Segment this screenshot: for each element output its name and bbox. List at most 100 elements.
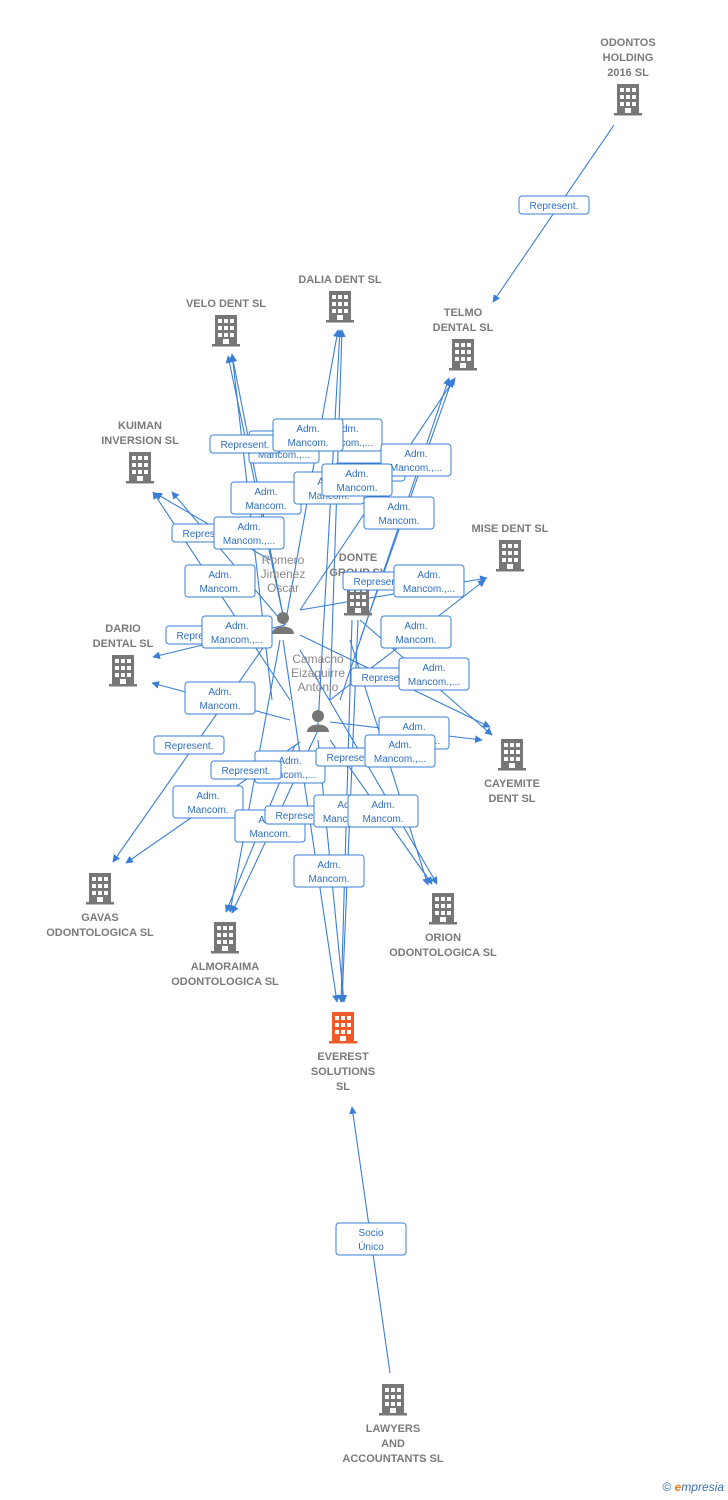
relation-label[interactable]: Represent.	[209, 434, 281, 454]
relation-label[interactable]: Adm.Mancom.	[184, 681, 256, 715]
node-gavas[interactable]: GAVAS ODONTOLOGICA SL	[46, 873, 154, 939]
edge-arrow	[329, 329, 346, 701]
relation-text: Adm.	[402, 722, 425, 733]
relation-label[interactable]: Adm.Mancom.	[293, 854, 365, 888]
person-icon	[307, 710, 329, 732]
node-label-line: Romero	[262, 553, 305, 567]
relation-box	[272, 418, 344, 452]
relation-text: Mancom.	[245, 501, 286, 512]
relation-label[interactable]: Adm.Mancom.,...	[398, 657, 470, 691]
relation-label[interactable]: Adm.Mancom.	[347, 794, 419, 828]
edge-arrow	[339, 377, 451, 701]
node-label-line: Oscar	[267, 581, 299, 595]
relation-text: Represent.	[221, 440, 270, 451]
node-label-line: GAVAS	[81, 912, 119, 924]
relation-text: Mancom.	[395, 635, 436, 646]
relation-text: Represent.	[183, 529, 232, 540]
node-label-line: ODONTOLOGICA SL	[46, 927, 154, 939]
relation-label[interactable]: Adm.Mancom.,...	[380, 443, 452, 477]
relation-box	[380, 443, 452, 477]
node-dalia[interactable]: DALIA DENT SL	[298, 274, 382, 323]
relation-text: Mancom.,...	[264, 770, 316, 781]
node-label-line: DALIA DENT SL	[298, 274, 382, 286]
relation-text: Adm.	[225, 621, 248, 632]
relation-text: Mancom.,...	[403, 584, 455, 595]
relation-text: Represent.	[530, 201, 579, 212]
node-mise[interactable]: MISE DENT SL	[471, 523, 549, 572]
building-icon	[212, 315, 240, 347]
copyright-icon: ©	[662, 1480, 672, 1494]
focus-building-icon	[329, 1012, 357, 1044]
node-label-line: MISE DENT SL	[471, 523, 548, 535]
relation-text: Adm.	[278, 756, 301, 767]
relation-text: Mancom.	[199, 701, 240, 712]
relation-text: Adm.	[387, 502, 410, 513]
node-label-line: AND	[381, 1438, 405, 1450]
node-velo[interactable]: VELO DENT SL	[186, 298, 266, 347]
relation-text: Represent.	[362, 673, 411, 684]
relation-label[interactable]: Adm.Mancom.	[272, 418, 344, 452]
relation-box	[335, 1222, 407, 1256]
relation-box	[201, 615, 273, 649]
relation-text: Mancom.,...	[258, 450, 310, 461]
relation-box	[213, 516, 285, 550]
node-label-line: Antonio	[298, 680, 339, 694]
relation-text: Adm.	[335, 424, 358, 435]
relation-label[interactable]: Adm. Mancom.	[321, 463, 393, 497]
relation-labels: Represent.Adm.Mancom.,...Adm.Mancom.,...…	[153, 195, 590, 1256]
relation-box	[153, 735, 225, 755]
relation-label[interactable]: Adm.Mancom.,...	[213, 516, 285, 550]
building-icon	[614, 84, 642, 116]
building-icon	[86, 873, 114, 905]
node-label-line: Camacho	[292, 652, 344, 666]
relation-text: Mancom.,...	[390, 463, 442, 474]
relation-label[interactable]: Adm.Mancom.,...	[364, 734, 436, 768]
node-label-line: VELO DENT SL	[186, 298, 266, 310]
relation-text: Mancom.,...	[321, 438, 373, 449]
relation-box	[363, 496, 435, 530]
relation-label[interactable]: Adm.Mancom.,...	[201, 615, 273, 649]
relation-text: Represent.	[354, 577, 403, 588]
relation-box	[184, 564, 256, 598]
node-label-line: HOLDING	[603, 52, 654, 64]
relation-text: Adm.	[196, 791, 219, 802]
relation-label[interactable]: Adm.Mancom.	[380, 615, 452, 649]
relation-text: Mancom.	[336, 483, 377, 494]
relation-text: Adm.	[345, 469, 368, 480]
relation-text: Adm.	[417, 570, 440, 581]
node-label-line: DENTAL SL	[93, 638, 154, 650]
relation-label[interactable]: Adm.Mancom.	[184, 564, 256, 598]
relation-label[interactable]: Adm. Mancom.,...	[393, 564, 465, 598]
node-label-line: LAWYERS	[366, 1423, 420, 1435]
building-icon	[449, 339, 477, 371]
node-label-line: ODONTOS	[600, 37, 655, 49]
node-label-line: SL	[336, 1081, 350, 1093]
relation-text: Represent.	[177, 631, 226, 642]
relation-box	[364, 734, 436, 768]
node-label-line: Jimenez	[261, 567, 306, 581]
relation-text: Mancom.	[187, 805, 228, 816]
relation-box	[172, 785, 244, 819]
relation-label[interactable]: Represent.	[518, 195, 590, 215]
relation-label[interactable]: Adm.Mancom.	[363, 496, 435, 530]
relation-label[interactable]: Represent.	[153, 735, 225, 755]
person-icon	[272, 612, 294, 634]
relation-label[interactable]: Adm. Mancom.	[172, 785, 244, 819]
relation-label[interactable]: Adm.Mancom.	[230, 481, 302, 515]
building-icon	[109, 655, 137, 687]
relation-label[interactable]: Represent.	[210, 760, 282, 780]
node-label-line: Eizaguirre	[291, 666, 345, 680]
